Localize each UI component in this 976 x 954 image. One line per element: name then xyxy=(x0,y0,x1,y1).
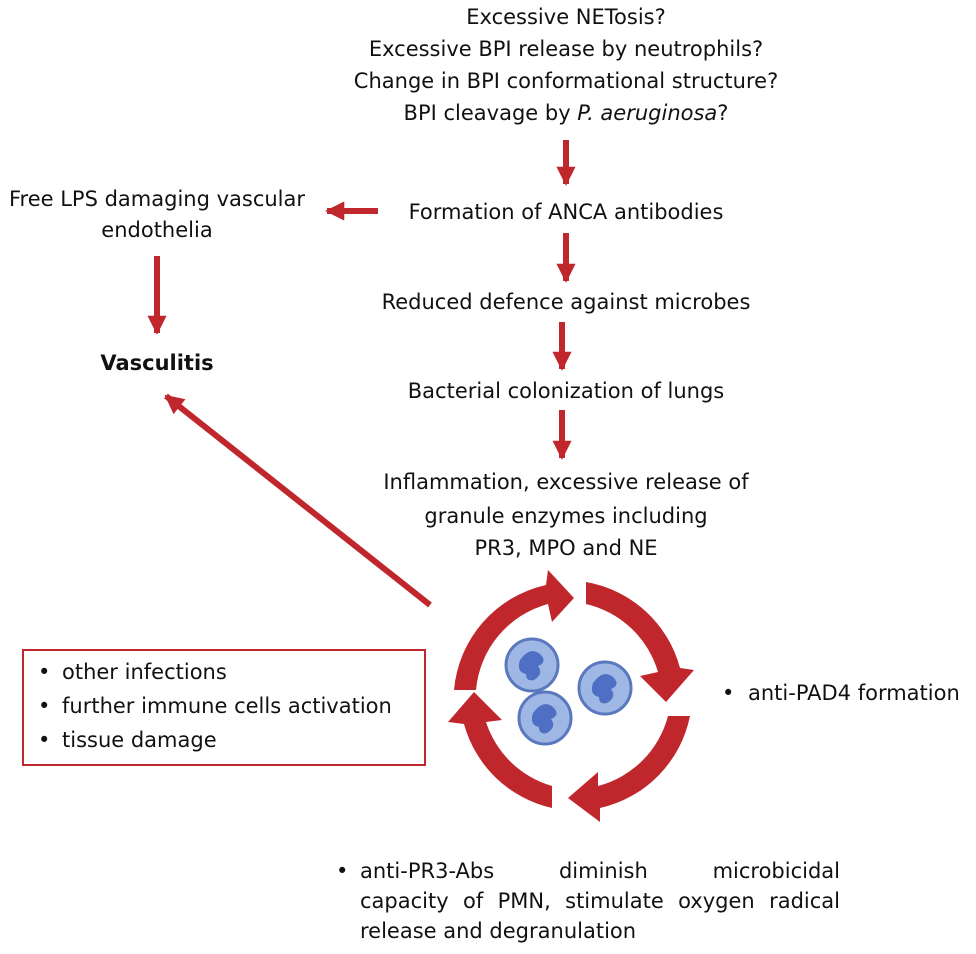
cycle-arrow-bottom-right xyxy=(568,716,690,822)
cycle-arrows xyxy=(448,570,694,822)
neutrophil-cells xyxy=(504,637,633,746)
anti-pr3-row-1: anti-PR3-Abs diminish microbicidal xyxy=(360,856,840,886)
anti-pr3-row-3: release and degranulation xyxy=(360,919,637,943)
cycle-arrow-top-right xyxy=(586,582,694,702)
bpi-cleavage-end: ? xyxy=(717,101,729,125)
anca-formation: Formation of ANCA antibodies xyxy=(408,200,724,224)
question-bpi-cleavage: BPI cleavage by P. aeruginosa? xyxy=(404,98,729,128)
pr3-word: diminish xyxy=(558,859,648,883)
free-lps-line-1: Free LPS damaging vascular xyxy=(8,187,306,211)
question-bpi-conformation: Change in BPI conformational structure? xyxy=(353,69,779,93)
consequences-box xyxy=(22,649,426,766)
question-bpi-release: Excessive BPI release by neutrophils? xyxy=(368,37,764,61)
inflammation-line-1: Inflammation, excessive release of xyxy=(383,470,749,494)
bullet-dot: • xyxy=(336,859,349,883)
cycle-arrow-top-left xyxy=(454,570,574,690)
pr3-word: microbicidal xyxy=(712,859,840,883)
anti-pad4-text: anti-PAD4 formation xyxy=(748,681,960,705)
reduced-defence: Reduced defence against microbes xyxy=(381,290,751,314)
box-item-text: other infections xyxy=(62,660,227,684)
inflammation-line-2: granule enzymes including xyxy=(424,504,708,528)
neutrophil-icon xyxy=(577,660,633,716)
bpi-cleavage-species: P. aeruginosa xyxy=(577,101,718,125)
neutrophil-icon xyxy=(517,690,573,746)
bpi-cleavage-text: BPI cleavage by xyxy=(403,101,578,125)
box-item-text: tissue damage xyxy=(62,728,217,752)
anti-pr3-paragraph: anti-PR3-Abs diminish microbicidal capac… xyxy=(360,856,840,946)
neutrophil-icon xyxy=(504,637,560,693)
bullet-dot: • xyxy=(38,660,51,684)
arrow-cycle-to-vasculitis xyxy=(164,393,432,608)
question-netosis: Excessive NETosis? xyxy=(466,5,666,29)
anti-pr3-row-2: capacity of PMN, stimulate oxygen radica… xyxy=(360,889,840,913)
inflammation-line-3: PR3, MPO and NE xyxy=(474,536,658,560)
pr3-word: anti-PR3-Abs xyxy=(360,859,495,883)
vasculitis: Vasculitis xyxy=(100,351,214,375)
free-lps-line-2: endothelia xyxy=(101,218,213,242)
cycle-arrow-bottom-left xyxy=(448,692,552,808)
bullet-dot: • xyxy=(38,728,51,752)
bullet-dot: • xyxy=(722,681,735,705)
bullet-dot: • xyxy=(38,694,51,718)
bacterial-colonization: Bacterial colonization of lungs xyxy=(407,379,725,403)
box-item-text: further immune cells activation xyxy=(62,694,392,718)
